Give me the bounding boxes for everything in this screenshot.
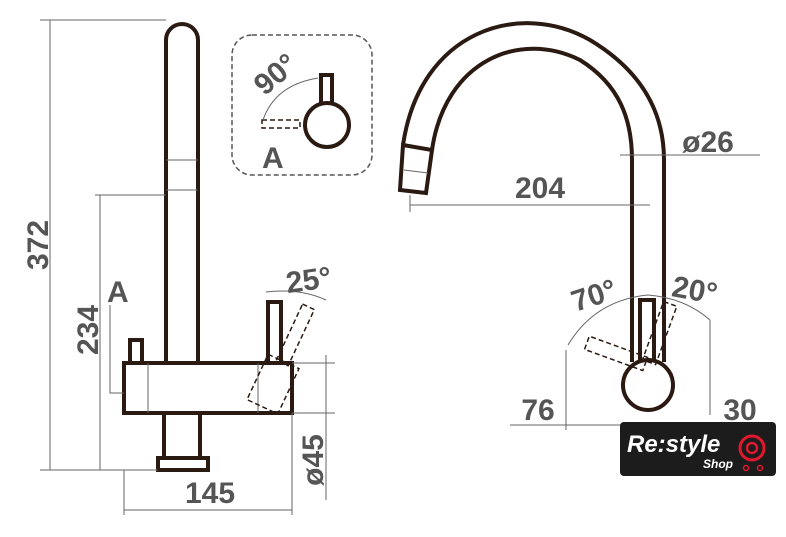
logo-sub: Shop <box>703 457 733 471</box>
lever-angle: 25° <box>284 261 334 300</box>
dim-204: 204 <box>515 172 565 205</box>
spout-pipe <box>164 22 200 363</box>
stem <box>162 413 202 460</box>
inset-label-A: A <box>262 142 284 175</box>
lever <box>266 300 283 365</box>
body-circle <box>621 358 675 412</box>
left-faucet <box>40 19 335 515</box>
angle-20: 20° <box>669 270 719 310</box>
dim-145: 145 <box>185 477 235 510</box>
base-plate <box>156 456 210 472</box>
lever-rotated-ghost <box>246 303 316 415</box>
dim-30: 30 <box>723 394 756 427</box>
spout-nozzle <box>397 142 435 196</box>
small-handle <box>128 338 144 365</box>
dim-76: 76 <box>521 394 554 427</box>
restyle-logo: Re:style Shop <box>620 422 776 476</box>
right-faucet <box>397 21 760 430</box>
inset-detail <box>231 34 373 176</box>
lever <box>638 298 656 364</box>
logo-name: Re:style <box>627 431 720 458</box>
inset-angle: 90° <box>248 47 304 101</box>
dim-372: 372 <box>22 220 55 270</box>
dim-diameter-26: ø26 <box>682 126 734 159</box>
body <box>122 361 294 415</box>
marker-A: A <box>107 276 129 309</box>
dim-234: 234 <box>72 305 105 355</box>
dim-diameter-45: ø45 <box>297 434 330 486</box>
angle-70: 70° <box>567 273 620 318</box>
